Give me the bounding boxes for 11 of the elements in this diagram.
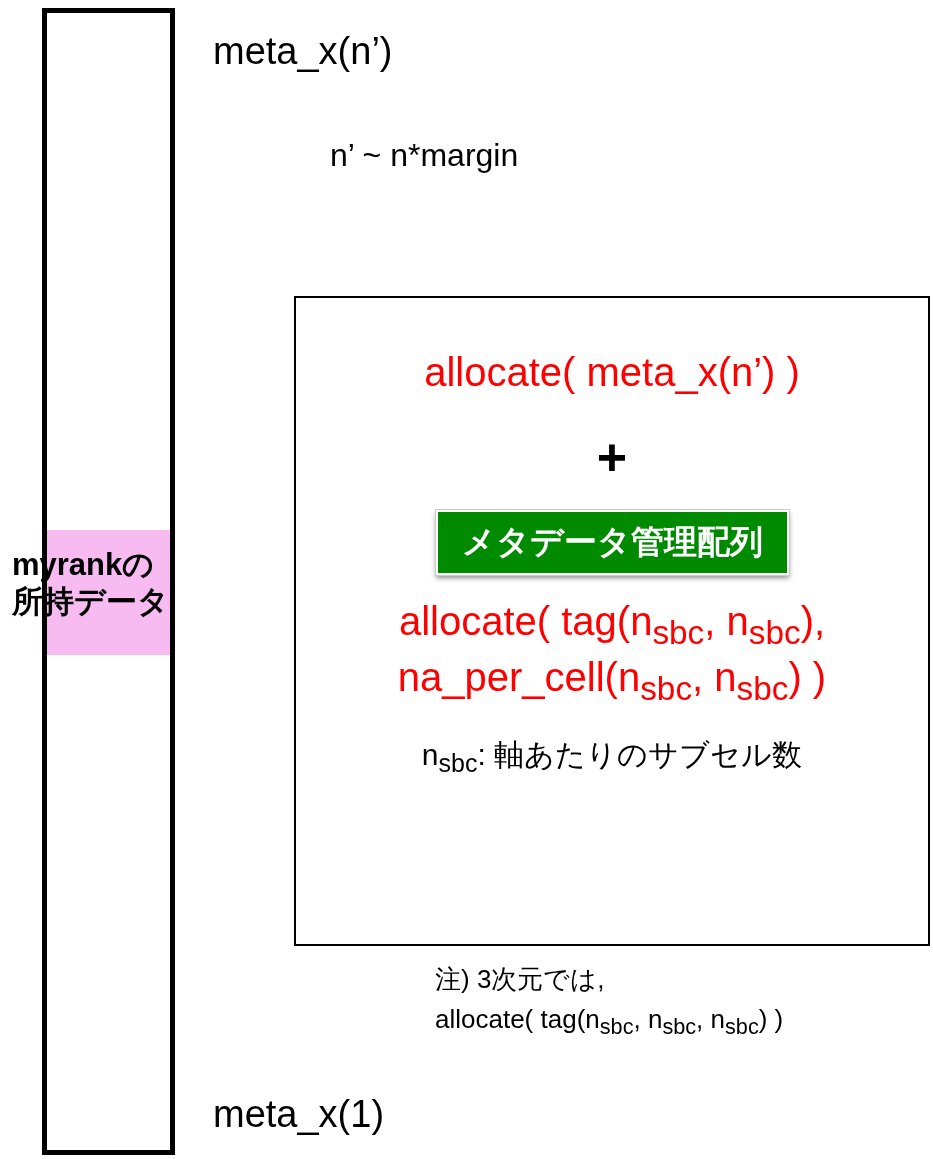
array-tag: メタデータ管理配列 — [435, 510, 789, 576]
plus-sign: + — [596, 427, 628, 488]
code-text: allocate( tag(n$_{sbc}$, n$_{sbc}$), na_per_cell(n$_{sbc}$, n$_{sbc}$) ) — [396, 598, 828, 710]
text-label: n’ ~ n*margin — [330, 137, 519, 174]
text-label: meta_x(1) — [213, 1093, 385, 1136]
frame-box — [294, 296, 930, 946]
code-text: allocate( meta_x(n’) ) — [424, 349, 800, 396]
text-label: meta_x(n’) — [213, 30, 393, 73]
text-label: allocate( tag(n$_{sbc}$, n$_{sbc}$, n$_{sbc}$) ) — [435, 1004, 784, 1041]
note-text: n$_{sbc}$: 軸あたりのサブセル数 — [421, 737, 803, 779]
text-label: 注) 3次元では, — [435, 963, 605, 996]
